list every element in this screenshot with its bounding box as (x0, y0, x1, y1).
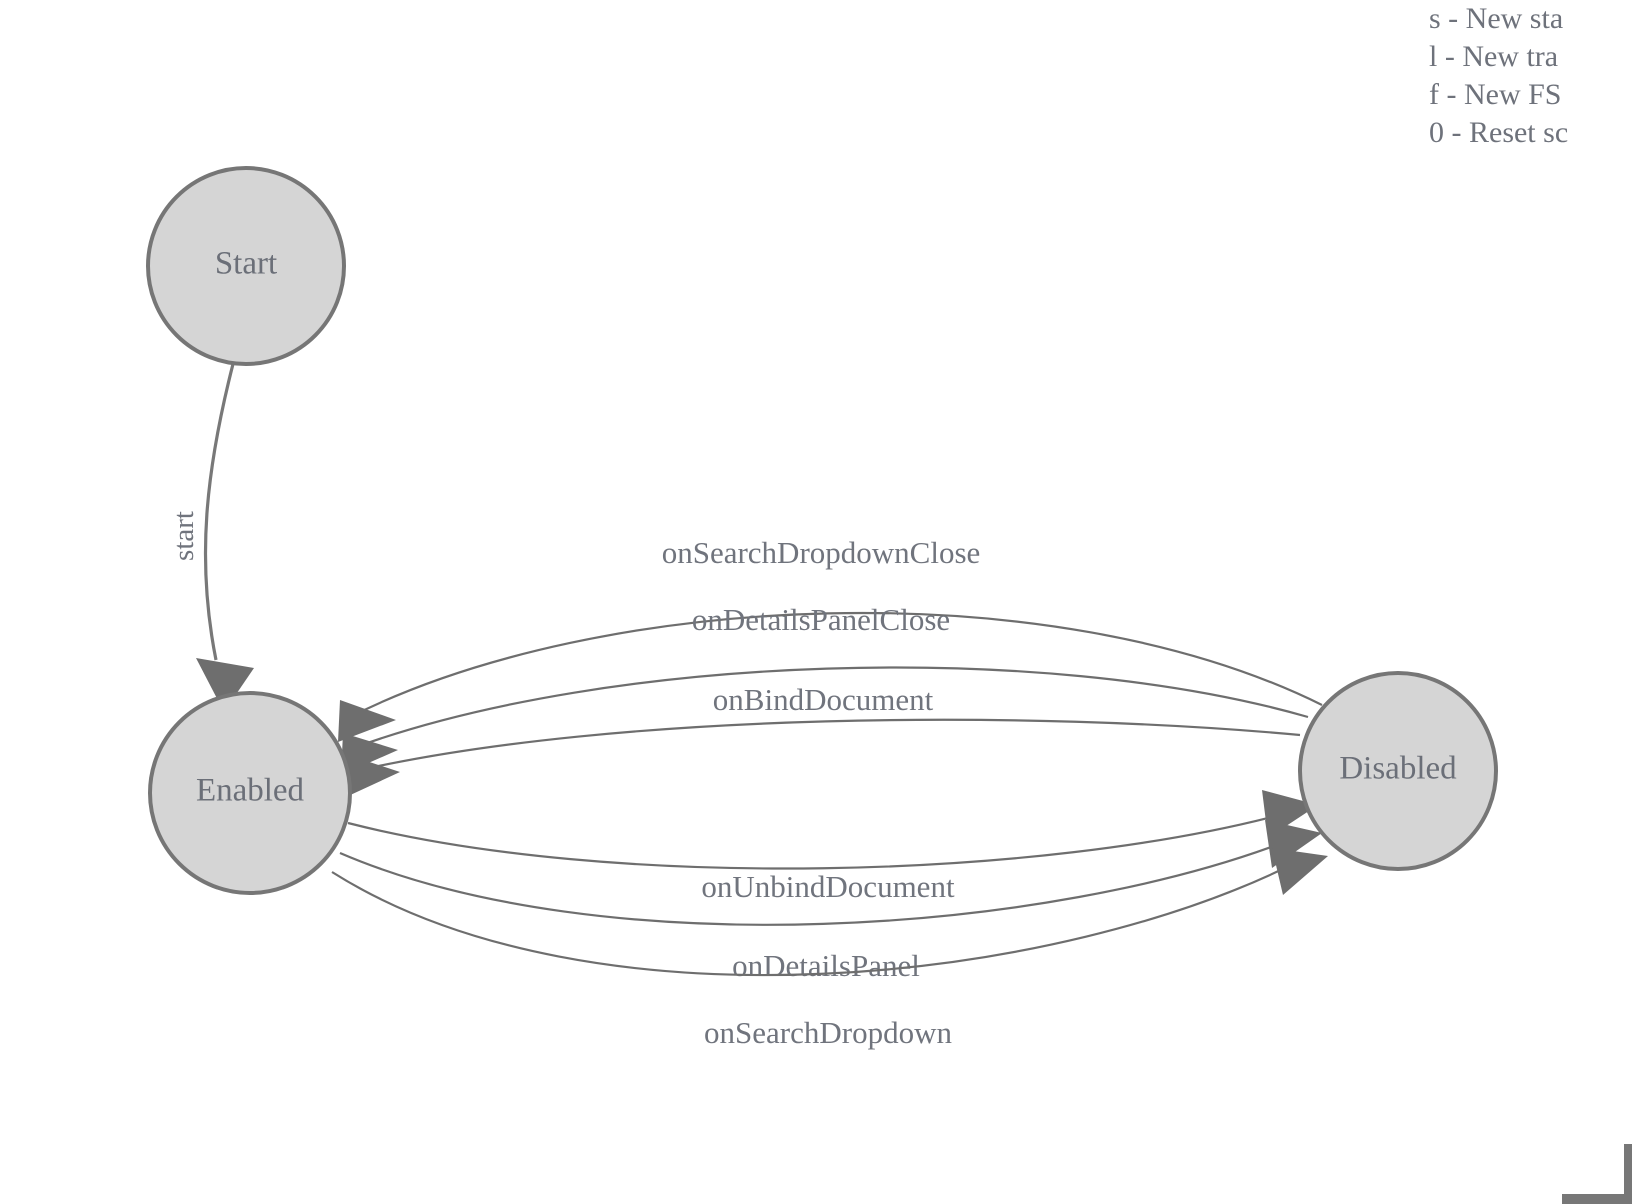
transition-search-dropdown-close[interactable]: onSearchDropdownClose (338, 535, 1323, 742)
state-node-disabled-label: Disabled (1339, 751, 1457, 787)
transition-details-panel-close-path (355, 666, 1309, 749)
state-node-enabled[interactable]: Enabled (148, 691, 352, 895)
transition-bind-document-label: onBindDocument (713, 682, 934, 717)
scrollbar-corner-vertical[interactable] (1624, 1144, 1632, 1204)
state-node-enabled-shape (148, 691, 352, 895)
transition-search-dropdown-close-path (351, 611, 1323, 717)
transition-bind-document-path (359, 718, 1301, 772)
transition-search-dropdown[interactable]: onSearchDropdown (331, 848, 1328, 1050)
transition-unbind-document-label: onUnbindDocument (701, 869, 955, 904)
transition-details-panel-label: onDetailsPanel (732, 948, 920, 983)
transition-search-dropdown-label: onSearchDropdown (704, 1015, 952, 1050)
transition-search-dropdown-close-arrowhead (338, 700, 396, 742)
transition-search-dropdown-close-label: onSearchDropdownClose (662, 535, 981, 570)
transition-details-panel[interactable]: onDetailsPanel (339, 820, 1322, 983)
scrollbar-corner-horizontal[interactable] (1562, 1194, 1632, 1204)
state-node-disabled-shape (1298, 671, 1498, 871)
transition-start-path (203, 363, 235, 661)
state-node-start-shape (146, 166, 346, 366)
transition-bind-document-arrowhead (346, 755, 400, 797)
transition-start[interactable]: start (168, 363, 254, 712)
transition-bind-document[interactable]: onBindDocument (346, 682, 1301, 797)
transition-details-panel-close[interactable]: onDetailsPanelClose (341, 602, 1309, 775)
transition-search-dropdown-arrowhead (1272, 848, 1328, 895)
transition-start-arrowhead (196, 658, 254, 712)
state-node-start-label: Start (215, 246, 277, 282)
state-node-enabled-label: Enabled (196, 773, 305, 809)
transition-unbind-document[interactable]: onUnbindDocument (347, 790, 1318, 904)
state-node-disabled[interactable]: Disabled (1298, 671, 1498, 871)
state-node-start[interactable]: Start (146, 166, 346, 366)
transition-search-dropdown-path (331, 857, 1306, 977)
transition-start-label: start (168, 511, 200, 561)
transition-details-panel-path (339, 836, 1296, 926)
transition-unbind-document-path (347, 811, 1288, 870)
transition-details-panel-close-label: onDetailsPanelClose (692, 602, 950, 637)
